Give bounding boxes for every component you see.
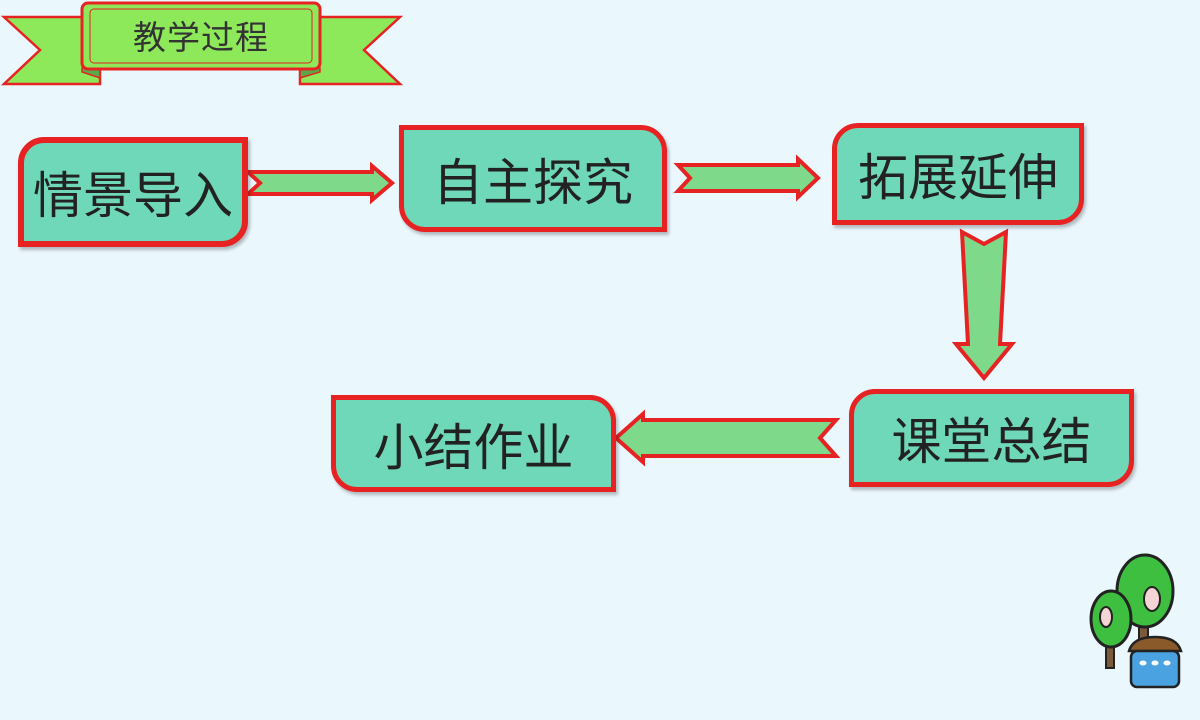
arrow-intro-to-explore: [242, 161, 396, 205]
node-extend-label: 拓展延伸: [858, 149, 1058, 207]
banner-title: 教学过程: [133, 18, 269, 57]
node-intro-label: 情景导入: [33, 167, 233, 225]
node-intro: 情景导入: [18, 137, 248, 247]
arrow-summary-to-homework: [612, 409, 841, 467]
title-banner: 教学过程: [0, 0, 410, 95]
arrow-extend-to-summary: [951, 228, 1017, 382]
arrow-explore-to-extend: [673, 154, 821, 202]
node-extend: 拓展延伸: [832, 123, 1084, 225]
node-explore: 自主探究: [399, 125, 667, 232]
node-homework: 小结作业: [331, 395, 616, 492]
node-summary: 课堂总结: [849, 389, 1134, 487]
node-explore-label: 自主探究: [433, 153, 633, 212]
node-summary-label: 课堂总结: [891, 413, 1092, 471]
node-homework-label: 小结作业: [373, 418, 574, 477]
ribbon-shape: [0, 1, 404, 86]
tree-house-icon: [1089, 553, 1183, 689]
